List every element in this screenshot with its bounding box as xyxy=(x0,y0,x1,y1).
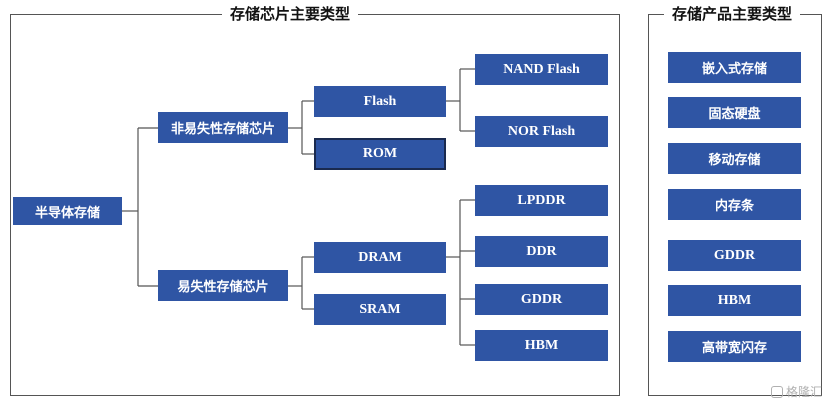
node-rom: ROM xyxy=(314,138,446,170)
node-nand-flash: NAND Flash xyxy=(475,54,608,85)
node-hbm: HBM xyxy=(475,330,608,361)
product-mobile-storage: 移动存储 xyxy=(668,143,801,174)
node-flash: Flash xyxy=(314,86,446,117)
product-hbm: HBM xyxy=(668,285,801,316)
storage-chip-types-title: 存储芯片主要类型 xyxy=(222,4,359,24)
watermark-text: 格隆汇 xyxy=(785,385,822,399)
product-high-bandwidth-flash: 高带宽闪存 xyxy=(668,331,801,362)
node-gddr: GDDR xyxy=(475,284,608,315)
node-semiconductor-storage: 半导体存储 xyxy=(13,197,122,225)
product-embedded-storage: 嵌入式存储 xyxy=(668,52,801,83)
node-nonvolatile-storage-chip: 非易失性存储芯片 xyxy=(158,112,288,143)
product-ssd: 固态硬盘 xyxy=(668,97,801,128)
watermark: 格隆汇 xyxy=(770,383,822,400)
node-sram: SRAM xyxy=(314,294,446,325)
node-ddr: DDR xyxy=(475,236,608,267)
node-dram: DRAM xyxy=(314,242,446,273)
node-volatile-storage-chip: 易失性存储芯片 xyxy=(158,270,288,301)
storage-product-types-title: 存储产品主要类型 xyxy=(664,4,801,24)
product-memory-module: 内存条 xyxy=(668,189,801,220)
watermark-logo-icon xyxy=(770,385,783,398)
node-lpddr: LPDDR xyxy=(475,185,608,216)
product-gddr: GDDR xyxy=(668,240,801,271)
node-nor-flash: NOR Flash xyxy=(475,116,608,147)
